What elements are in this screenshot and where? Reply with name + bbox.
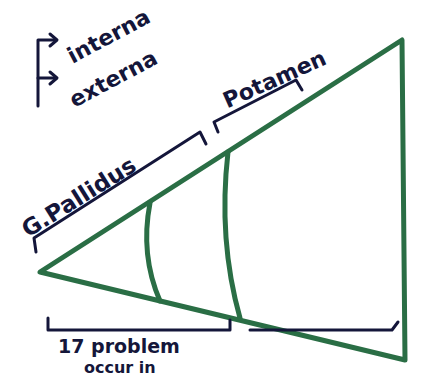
structure-name: G.Pallidus — [18, 153, 140, 241]
inner-arc — [147, 203, 160, 301]
arrow-stem — [38, 77, 56, 80]
arrow-head — [50, 72, 57, 84]
bottom-bracket — [48, 318, 230, 330]
note-text: occur in — [84, 360, 156, 376]
pallidus-bracket — [34, 132, 206, 252]
outer-arc — [225, 152, 240, 318]
arrow-stem — [38, 40, 56, 106]
arrow-head — [50, 34, 57, 46]
note-text: 17 problem — [58, 337, 180, 356]
structure-name: Potamen — [220, 47, 330, 112]
bottom-bracket — [250, 322, 398, 330]
